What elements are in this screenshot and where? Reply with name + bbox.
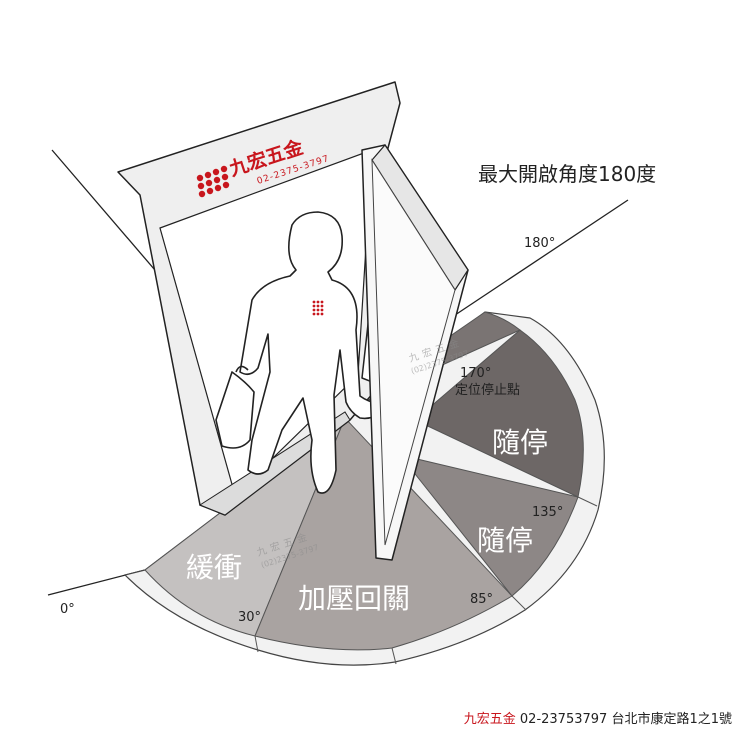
footer-brand: 九宏五金 (463, 712, 516, 727)
zone-buffer-label: 緩衝 (186, 551, 242, 584)
label-180-degree: 180° (524, 236, 555, 251)
rim-tick (511, 595, 527, 611)
rim-tick (391, 647, 397, 665)
label-170-degree: 170° (460, 366, 491, 381)
door-leaf-inner (371, 158, 456, 546)
title-max-angle: 最大開啟角度180度 (478, 162, 656, 186)
footer-phone: 02-23753797 (519, 712, 608, 727)
label-0-degree: 0° (60, 602, 75, 617)
label-30-degree: 30° (238, 610, 261, 625)
rim-tick (254, 635, 259, 653)
zone-hold-lower-label: 隨停 (477, 524, 533, 557)
rim-tick (577, 496, 598, 507)
sector-hold-lower (398, 454, 579, 597)
footer-contact: 九宏五金 02-23753797 台北市康定路1之1號 (464, 708, 732, 727)
zone-hold-upper-label: 隨停 (492, 426, 548, 459)
brand-logo-icon (196, 165, 230, 198)
shirt-logo-icon (312, 300, 324, 316)
sector-hold-upper (414, 329, 584, 498)
label-135-degree: 135° (532, 505, 563, 520)
label-stop-point: 定位停止點 (455, 382, 520, 398)
zone-pressure-close-label: 加壓回關 (298, 582, 410, 615)
footer-address: 台北市康定路1之1號 (611, 712, 732, 727)
label-85-degree: 85° (470, 592, 493, 607)
sector-buffer (144, 416, 347, 637)
